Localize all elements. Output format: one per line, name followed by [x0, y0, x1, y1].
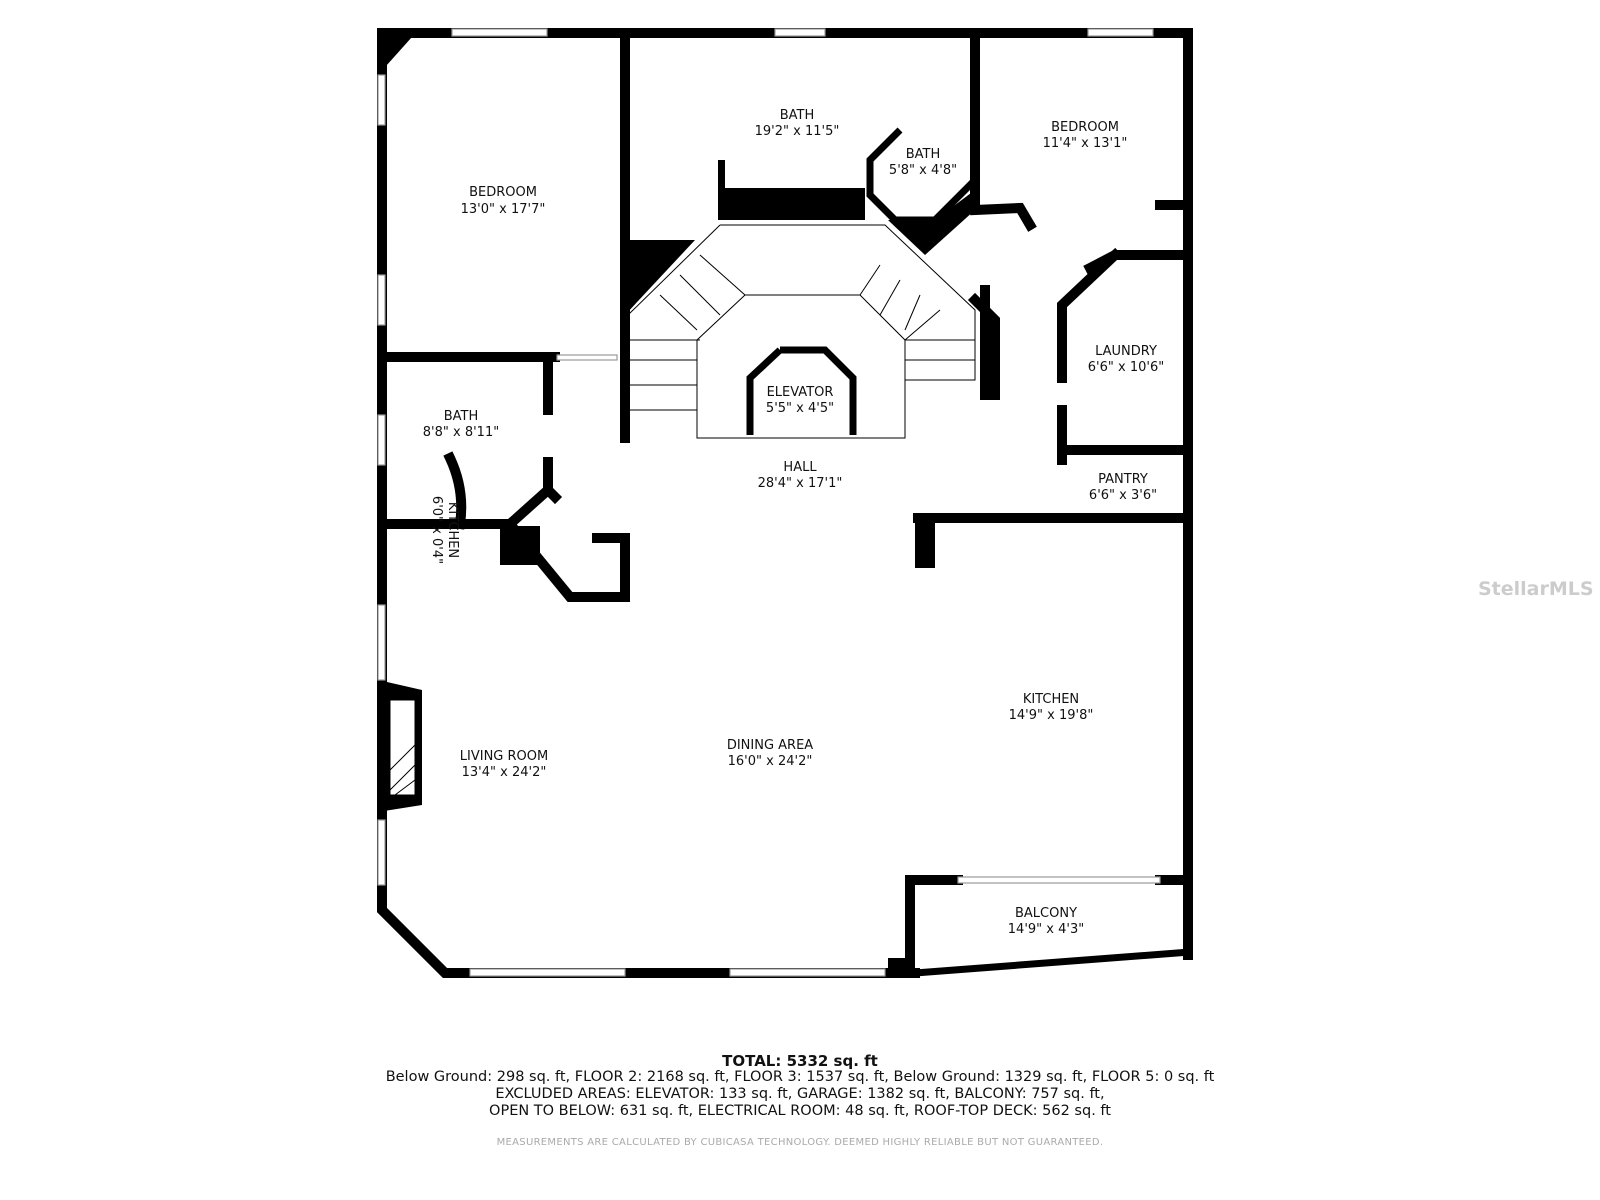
room-name: DINING AREA: [727, 738, 813, 753]
total-area: TOTAL: 5332 sq. ft: [722, 1052, 878, 1070]
room-name: LIVING ROOM: [460, 749, 548, 764]
windows: [377, 28, 1161, 977]
room-name: ELEVATOR: [767, 385, 834, 400]
room-size: 6'6" x 3'6": [1089, 488, 1157, 503]
room-name: KITCHEN: [1023, 692, 1079, 707]
room-size: 6'6" x 10'6": [1088, 360, 1164, 375]
room-size: 14'9" x 4'3": [1008, 922, 1084, 937]
room-name: BALCONY: [1015, 906, 1077, 921]
room-name: BEDROOM: [1051, 120, 1119, 135]
room-size: 28'4" x 17'1": [758, 476, 843, 491]
room-name: KITCHEN: [445, 502, 460, 558]
room-size: 6'0" x 0'4": [429, 496, 444, 564]
floor-areas: Below Ground: 298 sq. ft, FLOOR 2: 2168 …: [385, 1069, 1215, 1085]
excluded-areas-cont: OPEN TO BELOW: 631 sq. ft, ELECTRICAL RO…: [489, 1103, 1111, 1119]
room-size: 13'0" x 17'7": [461, 202, 546, 217]
room-size: 19'2" x 11'5": [755, 124, 840, 139]
room-name: PANTRY: [1098, 472, 1148, 487]
room-size: 11'4" x 13'1": [1043, 136, 1128, 151]
room-name: LAUNDRY: [1095, 344, 1157, 359]
room-name: BATH: [444, 409, 479, 424]
room-name: BEDROOM: [469, 185, 537, 200]
room-name: BATH: [780, 108, 815, 123]
excluded-areas: EXCLUDED AREAS: ELEVATOR: 133 sq. ft, GA…: [495, 1086, 1105, 1102]
disclaimer: MEASUREMENTS ARE CALCULATED BY CUBICASA …: [496, 1137, 1104, 1148]
walls: [377, 28, 1193, 978]
room-labels: BEDROOM 13'0" x 17'7" BATH 19'2" x 11'5"…: [423, 108, 1164, 937]
watermark: StellarMLS: [1478, 578, 1594, 600]
room-size: 14'9" x 19'8": [1009, 708, 1094, 723]
room-size: 16'0" x 24'2": [728, 754, 813, 769]
room-size: 13'4" x 24'2": [462, 765, 547, 780]
room-name: BATH: [906, 147, 941, 162]
room-size: 5'8" x 4'8": [889, 163, 957, 178]
room-name: HALL: [783, 460, 817, 475]
room-size: 5'5" x 4'5": [766, 401, 834, 416]
room-size: 8'8" x 8'11": [423, 425, 499, 440]
